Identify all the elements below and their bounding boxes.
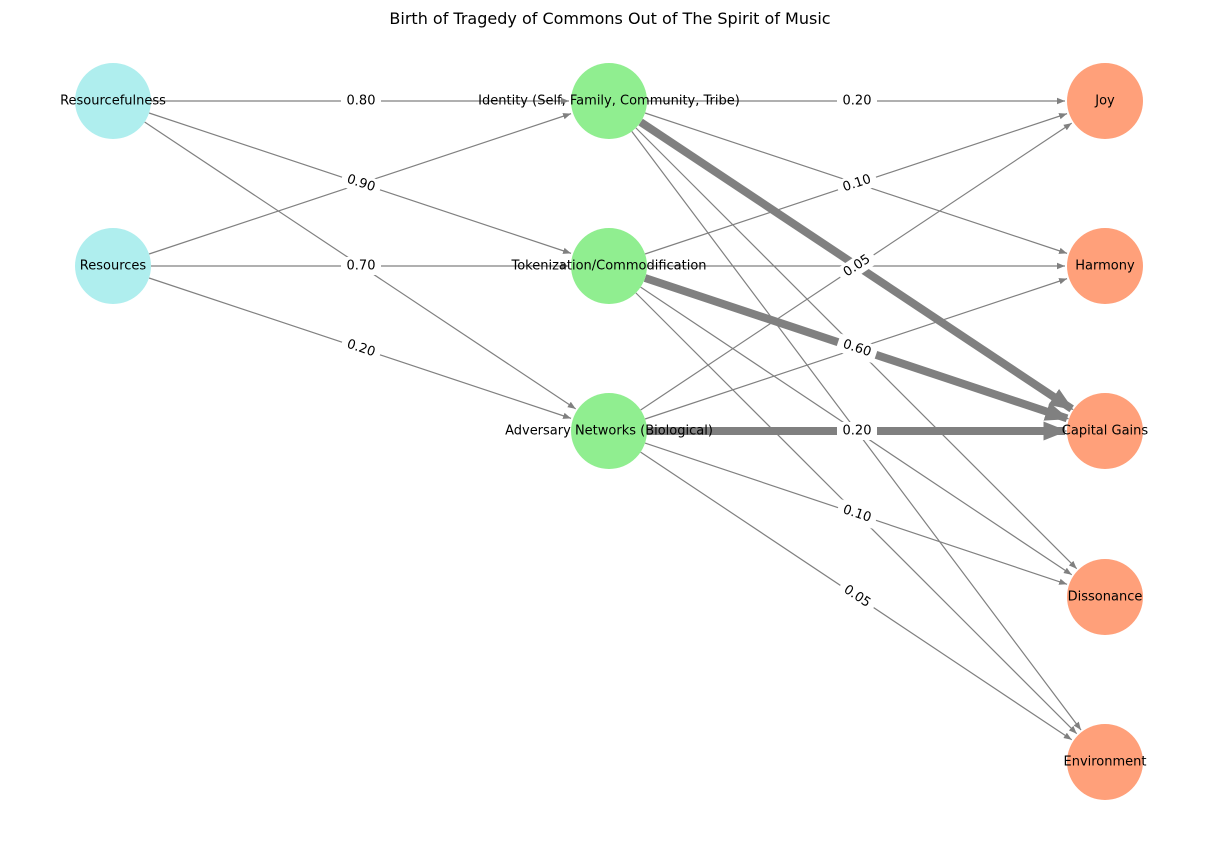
node-label-joy: Joy [1094, 94, 1115, 109]
edge-label-tokenization-to-joy: 0.10 [835, 168, 879, 199]
edge-label-background [835, 499, 879, 529]
edge-label-background [339, 333, 383, 364]
edge-label-background [341, 257, 381, 275]
edge-label-resources-to-adversary: 0.20 [339, 333, 383, 364]
node-resources [75, 228, 151, 304]
edge-label-resources-to-tokenization: 0.70 [341, 257, 381, 275]
node-label-tokenization: Tokenization/Commodification [510, 259, 706, 274]
node-label-resources: Resources [80, 259, 147, 274]
node-joy [1067, 63, 1143, 139]
node-label-capital: Capital Gains [1062, 424, 1149, 439]
edge-label-background [339, 168, 383, 199]
node-label-resourcefulness: Resourcefulness [60, 94, 166, 109]
edge-weight-text: 0.80 [347, 94, 376, 109]
node-environment [1067, 724, 1143, 800]
edge-label-background [835, 333, 879, 364]
node-dissonance [1067, 559, 1143, 635]
edge-label-adversary-to-environment: 0.05 [835, 577, 879, 616]
node-label-dissonance: Dissonance [1068, 590, 1143, 605]
diagram-title: Birth of Tragedy of Commons Out of The S… [389, 9, 830, 28]
edge-label-tokenization-to-capital: 0.60 [835, 333, 879, 364]
edge-label-adversary-to-joy: 0.05 [835, 247, 879, 285]
edge-weight-text: 0.70 [347, 259, 376, 274]
node-resourcefulness [75, 63, 151, 139]
node-harmony [1067, 228, 1143, 304]
edge-label-resourcefulness-to-tokenization: 0.90 [339, 168, 383, 199]
node-adversary [571, 393, 647, 469]
edge-label-identity-to-joy: 0.20 [837, 92, 877, 110]
node-label-adversary: Adversary Networks (Biological) [505, 424, 713, 439]
edge-label-resourcefulness-to-identity: 0.80 [341, 92, 381, 110]
edge-weight-text: 0.20 [843, 424, 872, 439]
node-label-harmony: Harmony [1075, 259, 1135, 274]
node-label-identity: Identity (Self, Family, Community, Tribe… [478, 94, 740, 109]
edge-label-background [837, 92, 877, 110]
node-tokenization [571, 228, 647, 304]
edge-label-background [835, 247, 879, 285]
edge-label-background [341, 92, 381, 110]
node-label-environment: Environment [1063, 755, 1146, 770]
edge-label-background [835, 577, 879, 616]
edge-weight-text: 0.20 [843, 94, 872, 109]
edge-label-background [837, 422, 877, 440]
edge-labels-group: 0.80 0.90 0.70 0.20 0.20 0.10 0.60 0.05 0.20 0.10… [339, 92, 879, 616]
node-identity [571, 63, 647, 139]
edge-label-adversary-to-dissonance: 0.10 [835, 499, 879, 529]
edge-label-adversary-to-capital: 0.20 [837, 422, 877, 440]
edge-label-background [835, 168, 879, 199]
node-capital [1067, 393, 1143, 469]
